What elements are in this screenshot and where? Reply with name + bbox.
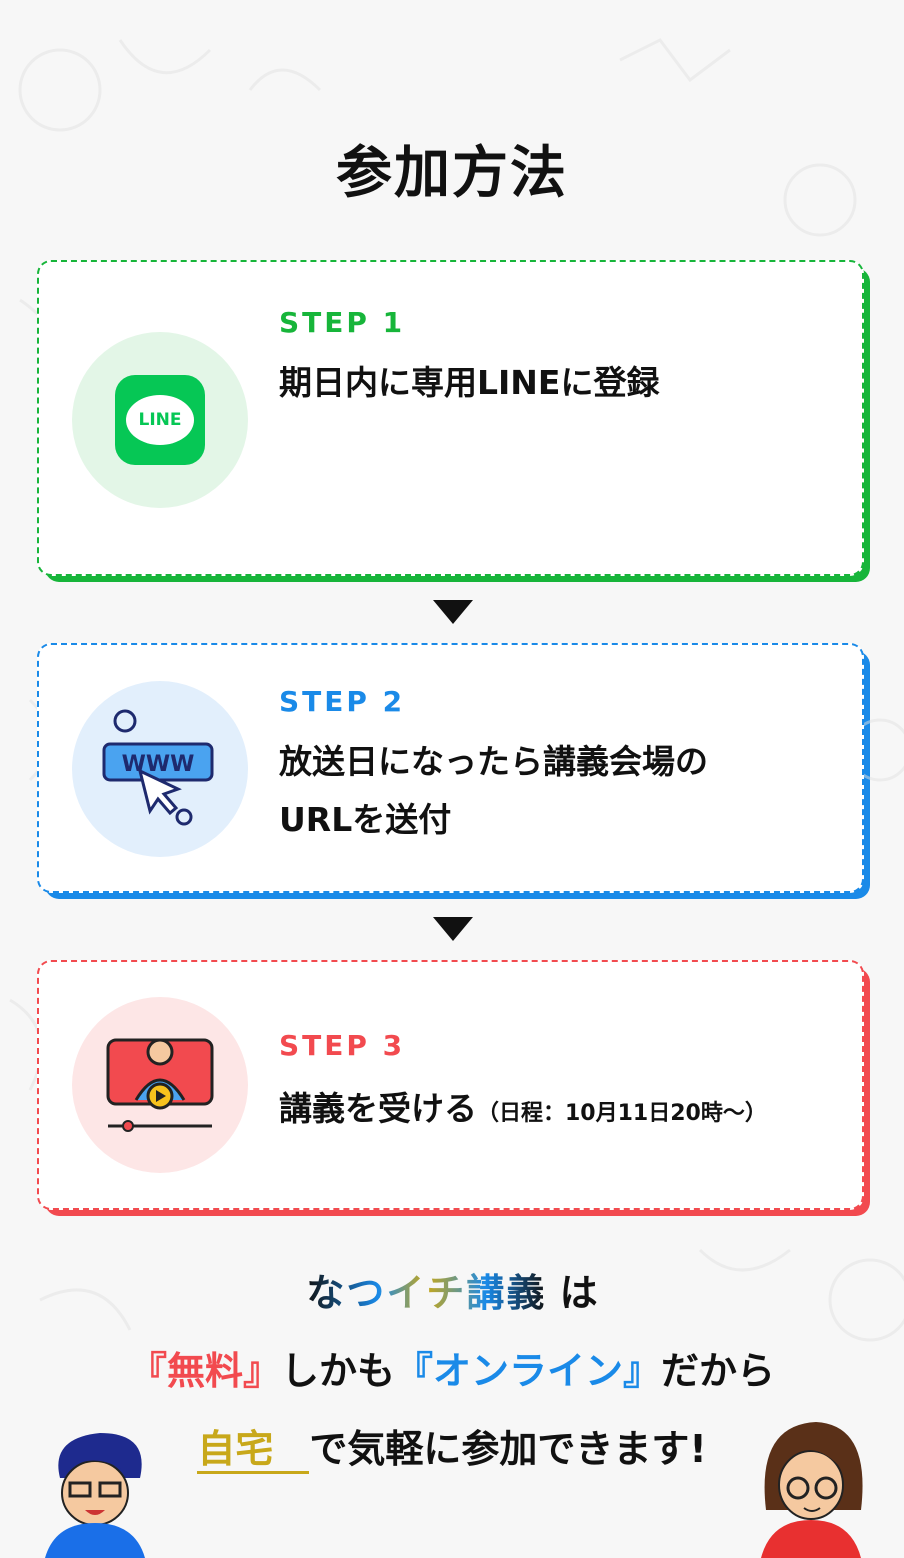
message-text: で気軽に参加できます! — [309, 1427, 707, 1471]
online-highlight: 『オンライン』 — [395, 1349, 662, 1393]
step-1-description: 期日内に専用LINEに登録 — [279, 363, 660, 402]
boy-character-illustration — [45, 1433, 145, 1558]
step-2-label: STEP 2 — [279, 685, 406, 718]
step-2-icon-circle: WWW — [72, 681, 248, 857]
brand-suffix: は — [559, 1271, 598, 1315]
home-highlight: 自宅 — [197, 1427, 310, 1474]
brand-logo: なつイチ講義 — [306, 1271, 547, 1315]
step-2-card: WWW STEP 2 放送日になったら講義会場の URLを送付 — [37, 643, 870, 899]
line-logo-text: LINE — [126, 395, 194, 445]
message-line-2: 『無料』しかも『オンライン』だから — [0, 1340, 904, 1395]
line-icon: LINE — [115, 375, 205, 465]
step-3-schedule: （日程：10月11日20時～） — [477, 1101, 767, 1126]
step-3-description-main: 講義を受ける — [279, 1089, 477, 1128]
step-2-description-line-2: URLを送付 — [279, 800, 452, 839]
step-3-icon-circle — [72, 997, 248, 1173]
video-lecture-icon — [106, 1038, 214, 1132]
down-arrow-icon — [433, 600, 473, 624]
www-text: WWW — [122, 752, 195, 777]
step-3-label: STEP 3 — [279, 1029, 406, 1062]
step-3-description: 講義を受ける（日程：10月11日20時～） — [279, 1080, 767, 1143]
message-text: だから — [661, 1349, 776, 1393]
www-cursor-icon: WWW — [102, 709, 214, 826]
step-1-icon-circle: LINE — [72, 332, 248, 508]
girl-character-illustration — [761, 1422, 863, 1558]
message-line-3: 自宅で気軽に参加できます! — [0, 1418, 904, 1474]
step-2-description: 放送日になったら講義会場の URLを送付 — [279, 733, 708, 849]
down-arrow-icon — [433, 917, 473, 941]
step-1-card: LINE STEP 1 期日内に専用LINEに登録 — [37, 260, 870, 582]
step-3-card: STEP 3 講義を受ける（日程：10月11日20時～） — [37, 960, 870, 1216]
brand-line: なつイチ講義 は — [0, 1262, 904, 1317]
step-2-description-line-1: 放送日になったら講義会場の — [279, 742, 708, 781]
message-text: しかも — [280, 1349, 395, 1393]
free-highlight: 『無料』 — [128, 1349, 281, 1393]
page-title: 参加方法 — [336, 141, 568, 206]
step-1-label: STEP 1 — [279, 306, 406, 339]
